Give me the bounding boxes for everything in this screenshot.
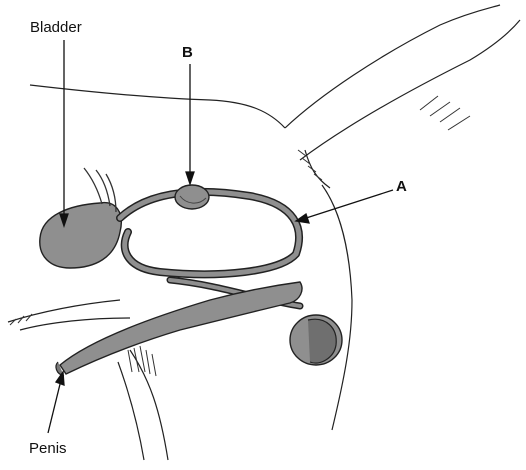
label-b: B — [182, 44, 193, 61]
bladder-organ — [40, 203, 122, 268]
label-penis: Penis — [29, 440, 67, 457]
a-arrow — [300, 190, 393, 220]
penis-arrow — [48, 376, 62, 433]
penis-organ — [60, 282, 302, 374]
label-bladder: Bladder — [30, 19, 82, 36]
gland-b — [175, 185, 209, 209]
label-a: A — [396, 178, 407, 195]
